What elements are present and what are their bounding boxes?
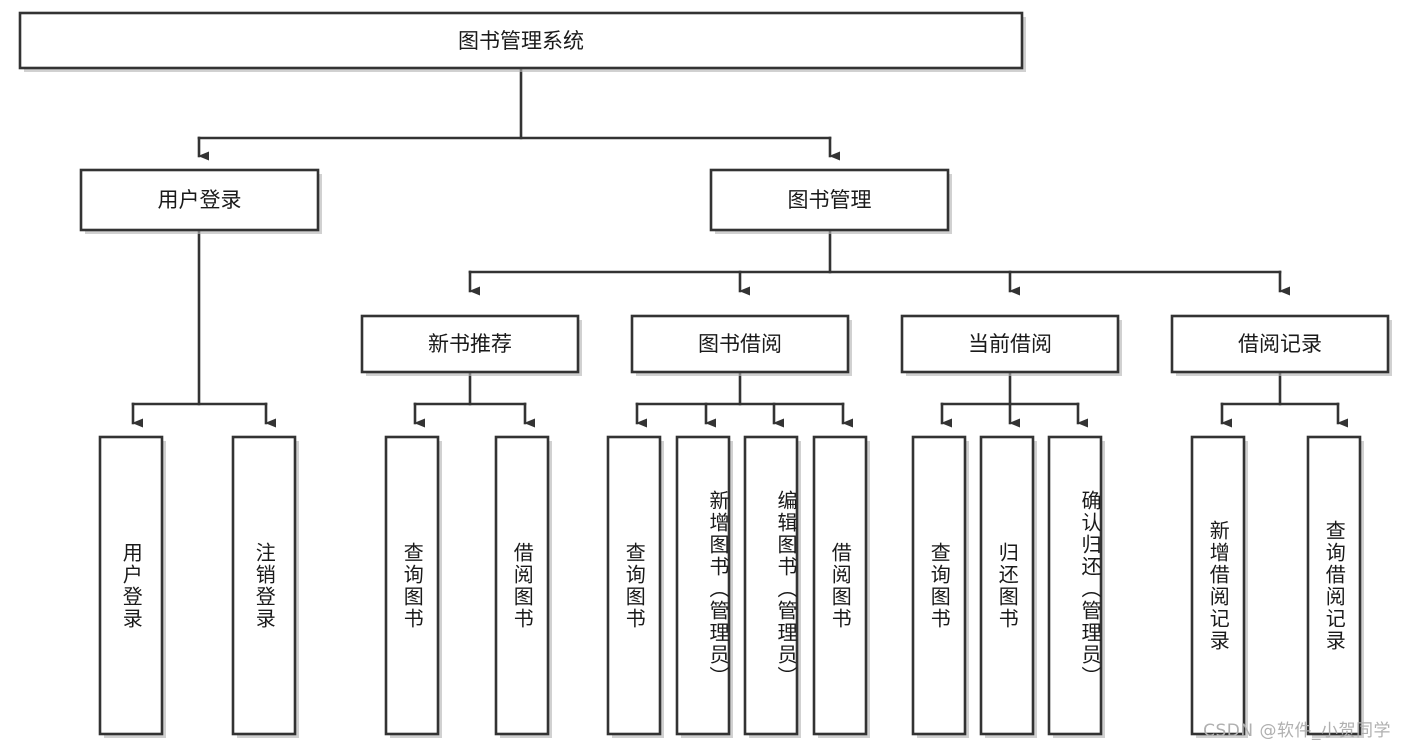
- node-book-borrow[interactable]: 图书借阅: [630, 314, 852, 376]
- leaf-node-borrow-record-0[interactable]: [1190, 435, 1248, 738]
- leaf-node-book-borrow-3[interactable]: [812, 435, 870, 738]
- leaf-node-current-borrow-2[interactable]: [1047, 435, 1105, 738]
- leaf-node-book-borrow-1[interactable]: [675, 435, 733, 738]
- node-root-label: 图书管理系统: [458, 29, 584, 53]
- node-borrow-record-label: 借阅记录: [1238, 332, 1322, 356]
- node-root[interactable]: 图书管理系统: [18, 11, 1026, 72]
- node-borrow-record[interactable]: 借阅记录: [1170, 314, 1392, 376]
- leaf-node-current-borrow-1[interactable]: [979, 435, 1037, 738]
- node-book-borrow-label: 图书借阅: [698, 332, 782, 356]
- node-book-manage-label: 图书管理: [788, 188, 872, 212]
- node-user-login[interactable]: 用户登录: [79, 168, 322, 234]
- node-new-book-label: 新书推荐: [428, 332, 512, 356]
- node-book-manage[interactable]: 图书管理: [709, 168, 952, 234]
- leaf-node-borrow-record-1[interactable]: [1306, 435, 1364, 738]
- leaf-node-book-borrow-0[interactable]: [606, 435, 664, 738]
- connector-group-book-manage: [468, 230, 1290, 296]
- csdn-watermark: CSDN @软件_小贺同学: [1203, 721, 1391, 741]
- connector-group-user-login: [131, 230, 276, 428]
- connector-group-borrow-record: [1220, 372, 1348, 428]
- connector-group-book-borrow: [635, 372, 853, 428]
- node-current-borrow-label: 当前借阅: [968, 332, 1052, 356]
- leaf-node-current-borrow-0[interactable]: [911, 435, 969, 738]
- connector-group-new-book: [413, 372, 535, 428]
- connector-group-current-borrow: [940, 372, 1088, 428]
- leaf-node-user-login-0[interactable]: [98, 435, 166, 738]
- leaf-node-new-book-1[interactable]: [494, 435, 552, 738]
- leaf-node-book-borrow-2[interactable]: [743, 435, 801, 738]
- leaf-node-new-book-0[interactable]: [384, 435, 442, 738]
- leaf-node-user-login-1[interactable]: [231, 435, 299, 738]
- node-new-book[interactable]: 新书推荐: [360, 314, 582, 376]
- node-user-login-label: 用户登录: [158, 188, 242, 212]
- node-current-borrow[interactable]: 当前借阅: [900, 314, 1122, 376]
- connector-group-root: [197, 68, 840, 161]
